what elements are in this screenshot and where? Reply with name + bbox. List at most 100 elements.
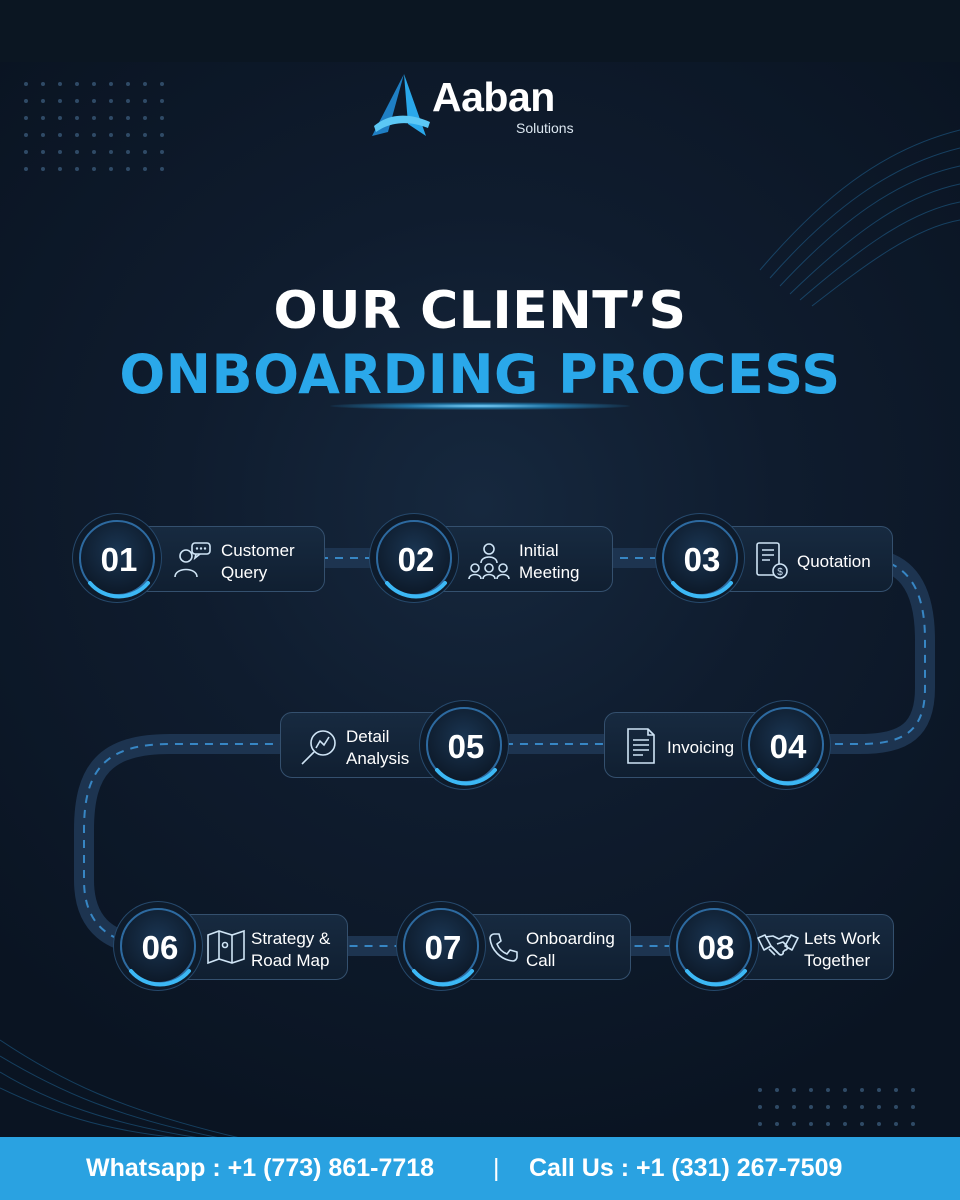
decorative-dot bbox=[24, 167, 28, 171]
step-label-01-line1: Customer bbox=[221, 541, 295, 560]
step-label-02-line1: Initial bbox=[519, 541, 559, 560]
whatsapp-contact[interactable]: Whatsapp : +1 (773) 861-7718 bbox=[86, 1154, 435, 1182]
decorative-dot bbox=[775, 1122, 779, 1126]
step-label-02: Initial Meeting bbox=[519, 540, 579, 584]
decorative-dot bbox=[126, 150, 130, 154]
glow-arc bbox=[385, 581, 447, 599]
decorative-dot bbox=[41, 167, 45, 171]
decorative-dot bbox=[143, 133, 147, 137]
decorative-dot bbox=[75, 133, 79, 137]
top-band bbox=[0, 0, 960, 62]
glow-arc bbox=[685, 969, 747, 987]
step-circle-01: 01 bbox=[79, 520, 155, 599]
decorative-dot bbox=[41, 82, 45, 86]
step-number-06: 06 bbox=[141, 929, 179, 966]
decorative-dot bbox=[41, 150, 45, 154]
step-circle-03: 03 bbox=[662, 520, 738, 599]
step-number-01: 01 bbox=[100, 541, 138, 578]
decorative-dot bbox=[911, 1088, 915, 1092]
decorative-dot bbox=[826, 1122, 830, 1126]
decorative-dot bbox=[126, 167, 130, 171]
decorative-dot bbox=[758, 1122, 762, 1126]
decorative-dot bbox=[41, 116, 45, 120]
decorative-dot bbox=[24, 116, 28, 120]
step-circle-02: 02 bbox=[376, 520, 452, 599]
decorative-dot bbox=[41, 99, 45, 103]
step-label-08: Lets Work Together bbox=[804, 928, 880, 972]
decorative-dot bbox=[809, 1088, 813, 1092]
decorative-dot bbox=[792, 1105, 796, 1109]
decorative-dot bbox=[877, 1105, 881, 1109]
title-glow bbox=[330, 402, 630, 410]
title-line-1: OUR CLIENT’S bbox=[273, 281, 687, 341]
step-label-07-line2: Call bbox=[526, 951, 556, 970]
decorative-dot bbox=[160, 150, 164, 154]
step-number-07: 07 bbox=[424, 929, 462, 966]
step-label-06-line2: Road Map bbox=[251, 951, 330, 970]
phone-icon bbox=[489, 933, 518, 962]
step-label-06-line1: Strategy & bbox=[251, 929, 331, 948]
decorative-dot bbox=[109, 99, 113, 103]
decorative-dot bbox=[894, 1122, 898, 1126]
decorative-dot bbox=[92, 133, 96, 137]
decorative-dot bbox=[894, 1105, 898, 1109]
step-label-04: Invoicing bbox=[667, 737, 734, 759]
decorative-dot bbox=[843, 1088, 847, 1092]
decorative-dot bbox=[160, 133, 164, 137]
decorative-dot bbox=[41, 133, 45, 137]
decorative-dot bbox=[911, 1122, 915, 1126]
decorative-dot bbox=[24, 150, 28, 154]
decorative-dot bbox=[24, 99, 28, 103]
decorative-dot bbox=[160, 116, 164, 120]
decorative-dot bbox=[160, 99, 164, 103]
decorative-dot bbox=[843, 1105, 847, 1109]
decorative-dot bbox=[143, 150, 147, 154]
step-label-02-line2: Meeting bbox=[519, 563, 580, 582]
step-label-03: Quotation bbox=[797, 551, 871, 573]
decorative-dot bbox=[143, 99, 147, 103]
decorative-dot bbox=[792, 1088, 796, 1092]
step-circle-07: 07 bbox=[403, 908, 479, 987]
handshake-icon bbox=[757, 934, 799, 956]
decorative-dot bbox=[109, 133, 113, 137]
invoice-icon bbox=[627, 728, 655, 764]
call-contact[interactable]: Call Us : +1 (331) 267-7509 bbox=[529, 1154, 843, 1182]
step-label-07-line1: Onboarding bbox=[526, 929, 615, 948]
decorative-dot bbox=[826, 1105, 830, 1109]
decorative-dot bbox=[92, 150, 96, 154]
map-icon bbox=[207, 929, 245, 965]
decorative-dot bbox=[877, 1122, 881, 1126]
glow-arc bbox=[129, 969, 191, 987]
step-label-01-line2: Query bbox=[221, 563, 268, 582]
sail-logo-icon bbox=[372, 74, 430, 136]
decorative-dot bbox=[143, 167, 147, 171]
glow-arc bbox=[412, 969, 474, 987]
step-number-04: 04 bbox=[769, 728, 807, 765]
brand-subtitle: Solutions bbox=[516, 120, 574, 136]
decorative-dot bbox=[843, 1122, 847, 1126]
decorative-dot bbox=[860, 1088, 864, 1092]
brand-name: Aaban bbox=[432, 74, 555, 120]
step-label-05-line2: Analysis bbox=[346, 749, 410, 768]
decorative-dot bbox=[894, 1088, 898, 1092]
footer-separator: | bbox=[493, 1154, 500, 1182]
decorative-dot bbox=[92, 99, 96, 103]
decorative-dot bbox=[75, 167, 79, 171]
title-line-2: ONBOARDING PROCESS bbox=[119, 343, 841, 406]
decorative-dot bbox=[792, 1122, 796, 1126]
decorative-dot bbox=[58, 150, 62, 154]
decorative-dot bbox=[58, 133, 62, 137]
step-number-08: 08 bbox=[697, 929, 735, 966]
decorative-dot bbox=[109, 116, 113, 120]
decorative-dot bbox=[160, 167, 164, 171]
glow-arc bbox=[88, 581, 150, 599]
dot-grid-bottom-right bbox=[758, 1088, 915, 1126]
step-label-08-line1: Lets Work bbox=[804, 929, 881, 948]
glow-arc bbox=[671, 581, 733, 599]
decorative-dot bbox=[58, 99, 62, 103]
decorative-dot bbox=[92, 82, 96, 86]
brand-logo: Aaban Solutions bbox=[368, 72, 598, 142]
step-label-08-line2: Together bbox=[804, 951, 871, 970]
